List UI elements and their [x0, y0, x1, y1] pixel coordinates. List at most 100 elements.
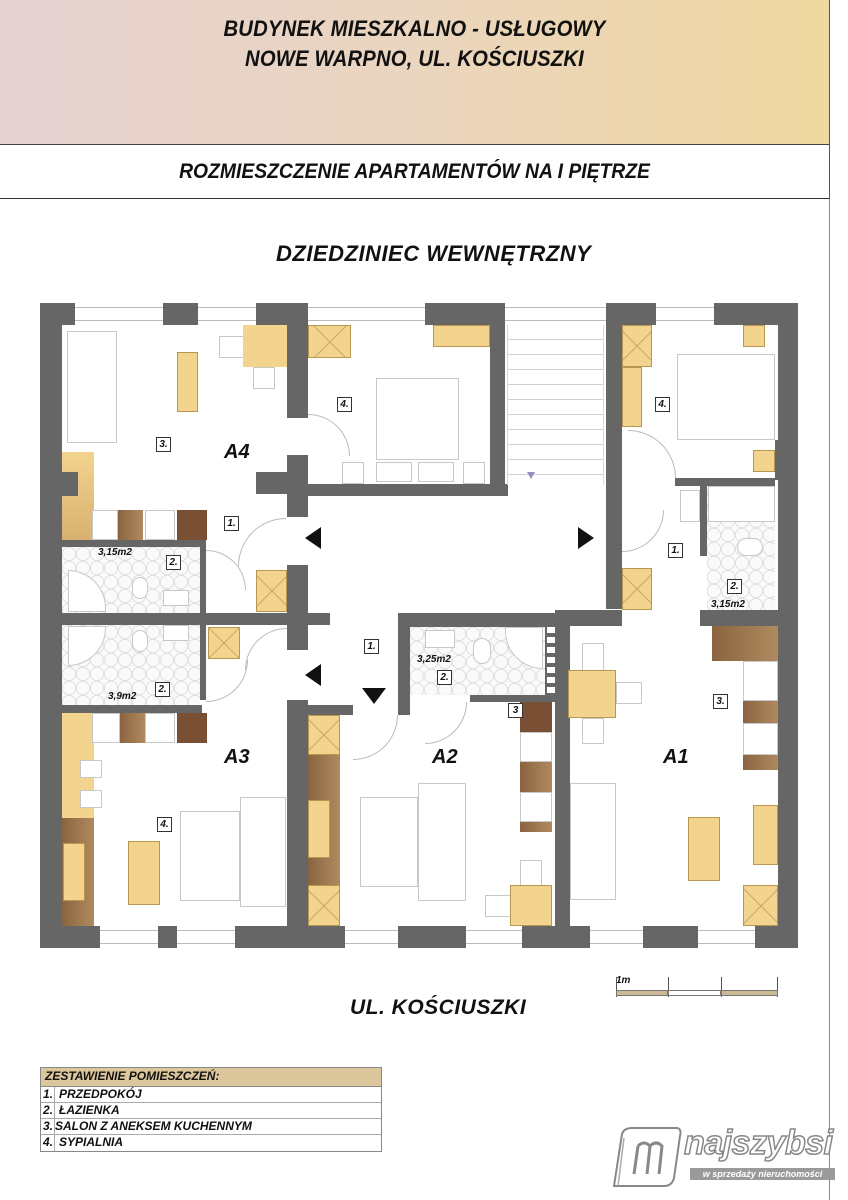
room-number: 3. [713, 694, 728, 709]
window [308, 307, 425, 321]
entrance-arrow-a4-icon [305, 527, 321, 549]
stove [743, 723, 778, 755]
wardrobe [308, 885, 340, 926]
sofa-back [418, 783, 466, 901]
toilet [132, 630, 148, 652]
legend-row: 4. SYPIALNIA [41, 1135, 381, 1151]
room-number: 4. [157, 817, 172, 832]
title-line-1: BUDYNEK MIESZKALNO - USŁUGOWY [223, 16, 606, 41]
room-number: 1. [364, 639, 379, 654]
room-number: 2. [437, 670, 452, 685]
room-number: 2. [727, 579, 742, 594]
window [590, 930, 643, 944]
interior-wall [256, 472, 308, 494]
bottom-wall [158, 926, 177, 948]
door[interactable] [308, 414, 350, 456]
interior-wall [470, 695, 560, 702]
outer-wall-left [40, 303, 62, 948]
street-label: UL. KOŚCIUSZKI [350, 996, 527, 1019]
toilet [737, 538, 763, 556]
page-subtitle: ROZMIESZCZENIE APARTAMENTÓW NA I PIĘTRZE [179, 160, 650, 183]
cabinet [712, 626, 778, 661]
interior-wall [308, 484, 508, 496]
shelf [433, 325, 490, 347]
scale-label: 1m [616, 975, 631, 986]
cabinet [118, 510, 143, 540]
room-number: 2. [155, 682, 170, 697]
window [505, 307, 606, 321]
legend-number: 3. [43, 1119, 55, 1134]
scale-tick [777, 977, 778, 997]
sink [145, 713, 175, 743]
window [656, 307, 714, 321]
bottom-wall [643, 926, 698, 948]
stove [92, 713, 120, 743]
chair [485, 895, 511, 917]
area-label: 3,25m2 [417, 654, 451, 665]
scale-tick [668, 977, 669, 997]
area-label: 3,15m2 [98, 547, 132, 558]
window [75, 307, 163, 321]
interior-wall [200, 540, 206, 700]
pillow [376, 462, 412, 482]
wardrobe [622, 568, 652, 610]
door[interactable] [425, 702, 467, 744]
scale-tick [616, 977, 617, 997]
interior-wall [700, 486, 707, 556]
interior-wall [62, 705, 202, 713]
bed [677, 354, 775, 440]
interior-wall [490, 303, 505, 496]
bed [376, 378, 459, 460]
interior-wall [287, 565, 308, 650]
legend-label: ŁAZIENKA [59, 1103, 120, 1117]
toilet [132, 577, 148, 599]
chair [219, 336, 245, 358]
legend-number: 1. [43, 1087, 55, 1102]
cabinet [120, 713, 145, 743]
scale-segment [616, 990, 668, 996]
title-banner: BUDYNEK MIESZKALNO - USŁUGOWY NOWE WARPN… [0, 0, 830, 145]
sink [743, 661, 778, 701]
interior-wall [398, 627, 410, 715]
room-number: 3. [156, 437, 171, 452]
cabinet [520, 822, 552, 832]
door[interactable] [628, 430, 676, 478]
ventilation [545, 627, 557, 695]
wardrobe-door [63, 843, 85, 901]
legend-title: ZESTAWIENIE POMIESZCZEŃ: [41, 1068, 381, 1087]
legend-number: 2. [43, 1103, 55, 1118]
top-wall [40, 303, 75, 325]
window [345, 930, 398, 944]
room-number: 2. [166, 555, 181, 570]
fridge [177, 713, 207, 743]
door[interactable] [238, 518, 286, 566]
staircase [507, 325, 604, 485]
door[interactable] [622, 510, 664, 552]
legend-label: PRZEDPOKÓJ [59, 1087, 142, 1101]
dining-table [243, 325, 287, 367]
nightstand [463, 462, 485, 484]
watermark-logo: najszybsi w sprzedaży nieruchomości [610, 1122, 840, 1190]
chair [616, 682, 642, 704]
dining-table [510, 885, 552, 926]
wardrobe [256, 570, 287, 612]
shower [505, 627, 543, 669]
interior-wall [62, 613, 330, 625]
interior-wall [606, 303, 622, 609]
window [100, 930, 158, 944]
door[interactable] [245, 628, 287, 670]
apartment-label-a2: A2 [432, 746, 458, 768]
room-number: 1. [224, 516, 239, 531]
sink [520, 732, 552, 762]
pillar [62, 472, 78, 496]
wardrobe [308, 715, 340, 755]
legend-row: 2. ŁAZIENKA [41, 1103, 381, 1119]
door[interactable] [206, 660, 248, 702]
interior-wall [775, 440, 798, 480]
wardrobe-door [308, 800, 330, 858]
door[interactable] [353, 715, 398, 760]
dining-table [568, 670, 616, 718]
legend-row: 1. PRZEDPOKÓJ [41, 1087, 381, 1103]
cabinet [743, 701, 778, 723]
window [466, 930, 522, 944]
